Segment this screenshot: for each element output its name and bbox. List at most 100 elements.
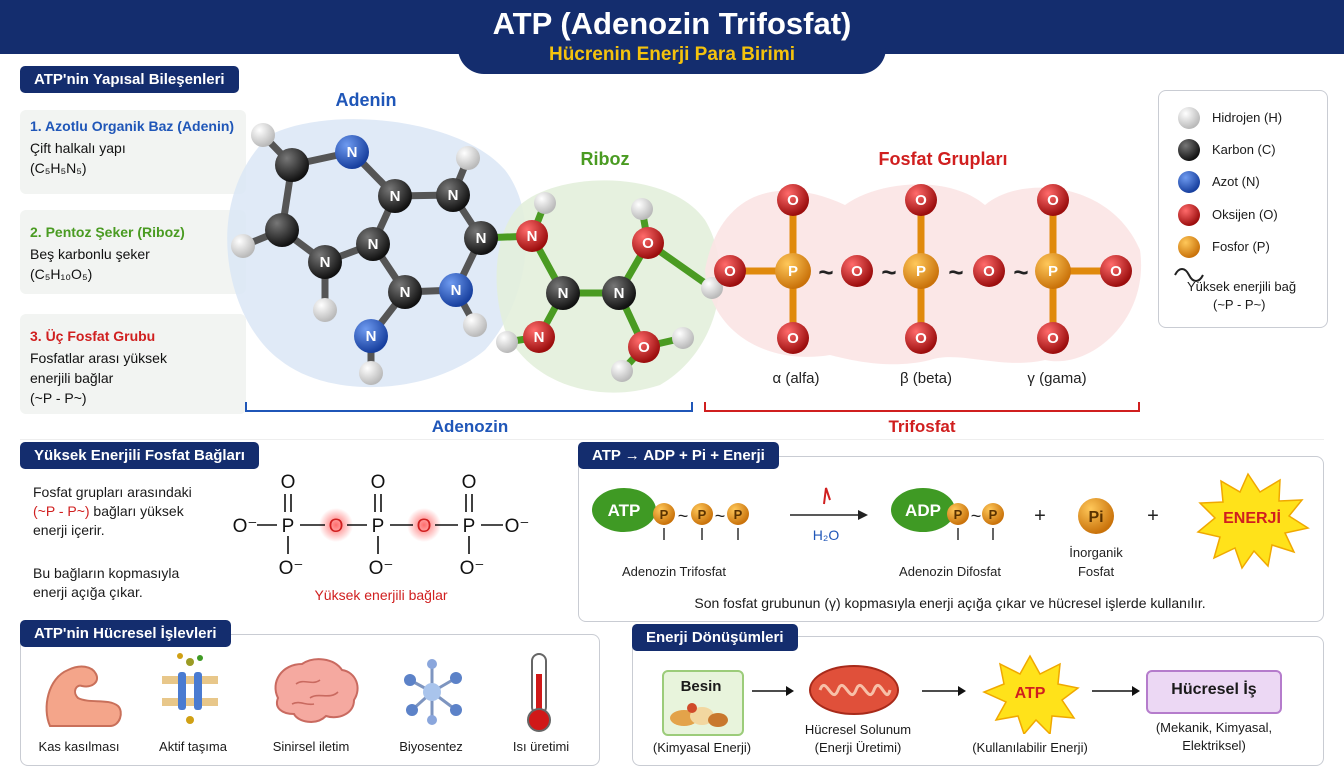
phosphorus-atoms [775,253,1071,289]
atom-label: N [368,236,379,253]
water-label: H₂O [813,527,840,543]
bond-tilde: ~ [971,506,982,526]
function-label-neural: Sinirsel iletim [272,739,350,754]
header-tab [458,30,886,74]
phosphate-bond-structure: O⁻ P O P O P O⁻ O O O O⁻ O⁻ O⁻ Yüksek en… [233,472,530,603]
flow-arrows [752,686,1140,696]
high-energy-bond-tilde: ~ [818,257,833,287]
adenozin-bracket [245,402,693,412]
brain-icon [274,658,359,723]
function-label-heat: Isı üretimi [512,739,570,754]
function-label-biosynthesis: Biyosentez [399,739,463,754]
biosynthesis-molecule-icon [404,659,462,725]
bonds-tag: Yüksek Enerjili Fosfat Bağları [20,442,259,469]
atom-label: O [915,330,927,347]
phosphate-text: P [954,507,963,522]
structure-item-line: Beş karbonlu şeker [30,246,150,262]
gamma-label: γ (gama) [1027,370,1086,387]
atom-label: N [476,230,487,247]
energy-text: ENERJİ [1223,509,1281,527]
muscle-icon [45,665,122,727]
thermometer-icon [527,653,551,732]
atp-sub: (Kullanılabilir Enerji) [972,740,1088,755]
bonds-text-rest: bağları yüksek [89,503,184,519]
respiration-sub: (Enerji Üretimi) [814,740,902,755]
atom-label: O [1110,263,1122,280]
bonds-text: Bu bağların kopmasıyla [33,565,180,581]
adp-text: ADP [905,501,941,520]
food-label: Besin [680,678,722,695]
functions-tag: ATP'nin Hücresel İşlevleri [20,620,231,647]
nitrogen-atoms [308,135,636,353]
cellular-work-sub: Elektriksel) [1182,738,1246,753]
trifosfat-label: Trifosfat [888,417,955,436]
atom-label: N [347,144,358,161]
adp-oval [891,488,955,532]
structure-item-formula: (C₅H₅N₅) [30,160,87,176]
phosphate-bead [727,503,749,525]
structure-item-line: enerjili bağlar [30,370,114,386]
beta-label: β (beta) [900,370,952,387]
phosphate-bead [653,503,675,525]
legend-label: Oksijen (O) [1212,207,1278,222]
pi-name: Fosfat [1078,564,1115,579]
atom-label: O [724,263,736,280]
page-subtitle: Hücrenin Enerji Para Birimi [548,44,796,65]
structure-item-line: Çift halkalı yapı [30,140,126,156]
reaction-arrow-head [858,510,868,520]
high-energy-bond-tilde: ~ [1013,257,1028,287]
riboz-label: Riboz [581,149,630,169]
membrane-channel-icon [162,653,218,724]
high-energy-bond-glow [407,508,441,542]
struct-atom: O⁻ [460,558,485,579]
respiration-label: Hücresel Solunum [804,722,912,737]
atom-label: P [916,263,926,280]
adp-name: Adenozin Difosfat [899,564,1001,579]
structure-item-heading: 3. Üç Fosfat Grubu [30,328,156,344]
struct-atom: O⁻ [279,558,304,579]
carbon-atoms [265,148,309,247]
struct-atom: O [371,472,386,493]
atom-label: P [788,263,798,280]
structure-item-line: (~P - P~) [30,390,87,406]
atom-label: O [1047,192,1059,209]
legend-label: Azot (N) [1212,174,1260,189]
atom-label: N [366,328,377,345]
phosphate-bead [947,503,969,525]
atom-label: N [534,329,545,346]
atp-text: ATP [608,501,641,520]
atp-burst-icon: ATP [982,654,1080,734]
trifosfat-bracket [704,402,1140,412]
legend-bond-notation: (~P - P~) [1213,297,1266,312]
reaction-caption: Son fosfat grubunun (γ) kopmasıyla enerj… [694,595,1206,611]
legend-label: Hidrojen (H) [1212,110,1283,125]
bond-tilde: ~ [715,506,726,526]
mitochondrion-icon [809,665,899,715]
structure-item-adenin: 1. Azotlu Organik Baz (Adenin) Çift halk… [20,110,246,194]
bonds-text: enerji açığa çıkar. [33,584,143,600]
struct-atom: O [281,472,296,493]
atom-label: N [527,228,538,245]
atom-label: N [390,188,401,205]
atom-label: O [638,339,650,356]
struct-atom: O [417,516,432,537]
legend-bond-label: Yüksek enerjili bağ [1187,279,1297,294]
struct-atom: O [329,516,344,537]
atom-label: N [614,285,625,302]
phosphate-groups-label: Fosfat Grupları [878,149,1007,169]
cellular-work-sub: (Mekanik, Kimyasal, [1155,720,1273,735]
oxygen-atoms [516,184,1132,363]
atom-label: N [400,284,411,301]
atom-label: O [787,330,799,347]
bond-tilde: ~ [678,506,689,526]
atp-burst-text: ATP [1015,685,1046,702]
phosphate-text: P [660,507,669,522]
legend-label: Fosfor (P) [1212,239,1270,254]
structure-item-heading: 2. Pentoz Şeker (Riboz) [30,224,185,240]
energy-flow-tag: Enerji Dönüşümleri [632,624,798,651]
legend-oxygen-swatch [1178,204,1200,226]
water-input-icon [823,487,831,505]
pi-bead [1078,498,1114,534]
atom-label: O [787,192,799,209]
structure-item-line: Fosfatlar arası yüksek [30,350,167,366]
